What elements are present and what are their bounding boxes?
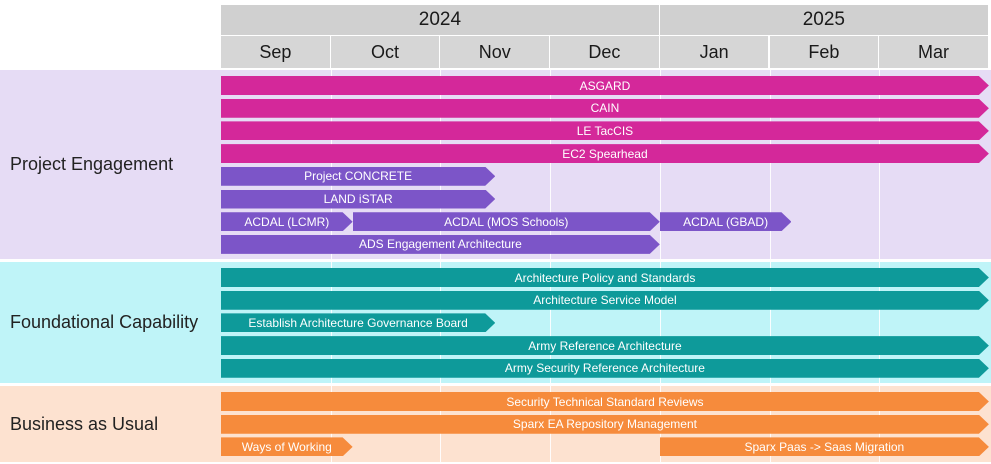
task-bar: Architecture Service Model	[221, 291, 989, 310]
month-header: Sep	[221, 36, 331, 69]
task-bar: Army Security Reference Architecture	[221, 359, 989, 378]
month-header: Jan	[659, 36, 770, 69]
task-bar: Sparx EA Repository Management	[221, 415, 989, 434]
month-gridline	[550, 70, 552, 261]
task-bar: Sparx Paas -> Saas Migration	[660, 437, 989, 456]
year-header: 2024	[221, 5, 660, 36]
group-label: Business as Usual	[10, 413, 159, 434]
year-header: 2025	[659, 5, 989, 36]
task-bar: LAND iSTAR	[221, 190, 495, 209]
task-bar: Ways of Working	[221, 437, 353, 456]
task-bar: Army Reference Architecture	[221, 336, 989, 355]
task-bar: ACDAL (GBAD)	[660, 212, 792, 231]
month-gridline	[440, 70, 442, 261]
month-gridline	[330, 70, 332, 261]
task-bar: CAIN	[221, 99, 989, 118]
task-bar: ADS Engagement Architecture	[221, 235, 660, 254]
task-bar: LE TacCIS	[221, 121, 989, 140]
month-gridline	[550, 262, 552, 385]
month-header: Feb	[769, 36, 880, 69]
month-gridline	[879, 70, 881, 261]
task-bar: ASGARD	[221, 76, 989, 95]
month-gridline	[769, 262, 771, 385]
task-bar: ACDAL (LCMR)	[221, 212, 353, 231]
task-bar: ACDAL (MOS Schools)	[353, 212, 660, 231]
month-gridline	[659, 70, 661, 261]
task-bar: Security Technical Standard Reviews	[221, 392, 989, 411]
month-gridline	[659, 262, 661, 385]
month-gridline	[879, 262, 881, 385]
month-header: Dec	[550, 36, 660, 69]
task-bar: Architecture Policy and Standards	[221, 268, 989, 287]
month-header: Oct	[330, 36, 441, 69]
group-label: Foundational Capability	[10, 312, 199, 332]
group-label: Project Engagement	[10, 154, 174, 174]
month-gridline	[769, 70, 771, 261]
group-band: Project Engagement	[0, 70, 991, 261]
month-header: Nov	[440, 36, 551, 69]
month-header: Mar	[879, 36, 989, 69]
task-bar: Project CONCRETE	[221, 167, 495, 186]
task-bar: EC2 Spearhead	[221, 144, 989, 163]
task-bar: Establish Architecture Governance Board	[221, 313, 495, 332]
